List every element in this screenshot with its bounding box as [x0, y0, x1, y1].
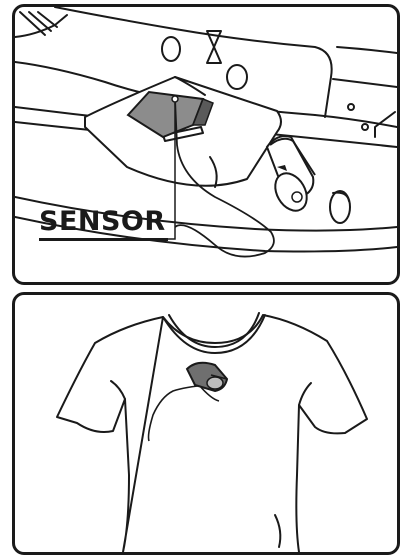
right-rim-line	[315, 115, 397, 127]
tshirt-outline	[57, 315, 367, 552]
tshirt-clip-panel	[12, 292, 400, 555]
screw-dot-2	[362, 124, 368, 130]
body-hole-1	[162, 37, 180, 61]
screw-dot-1	[348, 104, 354, 110]
clip-cable	[149, 385, 220, 441]
sensor-label: SENSOR	[39, 207, 168, 241]
clip-icon	[267, 136, 315, 216]
sensor-placement-panel: SENSOR	[12, 4, 400, 285]
tshirt-illustration	[15, 295, 397, 552]
body-hole-2	[227, 65, 247, 89]
rim-edge-left	[15, 15, 67, 37]
